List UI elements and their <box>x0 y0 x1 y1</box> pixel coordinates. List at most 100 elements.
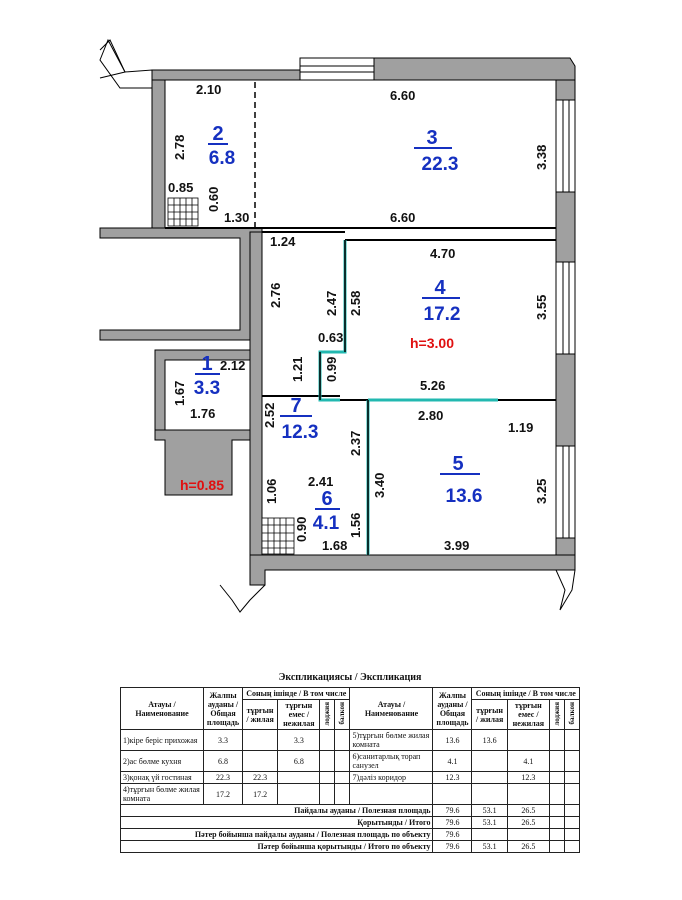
dimension-label: 3.40 <box>372 473 387 498</box>
wall-top-right <box>373 57 576 81</box>
col-loggia-header-2: лоджия <box>553 701 561 726</box>
dimension-label: 2.10 <box>196 82 221 97</box>
outer-walls <box>99 38 576 586</box>
totals-balcony-cell <box>564 804 580 817</box>
total-area-cell <box>432 783 473 805</box>
total-area-cell: 3.3 <box>203 729 243 751</box>
room-number: 5 <box>452 453 463 475</box>
dimension-label: 1.56 <box>348 513 363 538</box>
nonliving-area-cell: 6.8 <box>277 750 321 772</box>
balcony-cell <box>334 771 351 784</box>
dimension-label: 2.12 <box>220 358 245 373</box>
dimension-label: 2.58 <box>348 291 363 316</box>
totals-nonliving-cell <box>506 828 551 841</box>
dimension-label: 2.78 <box>172 135 187 160</box>
col-including-header: Соның ішінде / В том числе <box>241 687 351 700</box>
window-right-middle <box>555 261 576 355</box>
room-area: 17.2 <box>424 304 461 325</box>
room-number: 7 <box>290 395 301 417</box>
living-area-cell: 13.6 <box>471 729 508 751</box>
dimension-label: 0.60 <box>206 187 221 212</box>
room-name-cell: 1)кіре беріс прихожая <box>120 729 204 751</box>
room-5-label: 5 13.6 <box>440 453 482 507</box>
partition-highlight <box>318 240 498 555</box>
tile-grid-kitchen <box>167 197 199 227</box>
total-area-cell: 12.3 <box>432 771 473 784</box>
balcony-cell <box>564 750 580 772</box>
totals-loggia-cell <box>549 840 565 853</box>
room-number: 6 <box>321 488 332 510</box>
wall-balcony <box>154 429 251 496</box>
room-area: 12.3 <box>282 422 319 443</box>
totals-balcony-cell <box>564 828 580 841</box>
dimension-label: 0.63 <box>318 330 343 345</box>
living-area-cell: 22.3 <box>241 771 279 784</box>
wall-left-upper <box>151 79 166 231</box>
balcony-cell <box>334 729 351 751</box>
col-balcony-header: балкон <box>338 702 347 725</box>
totals-living-cell: 53.1 <box>471 816 508 829</box>
col-total-header: Жалпы ауданы / Общая площадь <box>203 687 243 730</box>
col-name-header: Атауы / Наименование <box>120 687 204 730</box>
room-6-label: 6 4.1 <box>313 488 340 534</box>
living-area-cell <box>471 783 508 805</box>
dimension-label: 1.30 <box>224 210 249 225</box>
totals-label-cell: Қорытынды / Итого <box>119 816 434 829</box>
totals-living-cell: 53.1 <box>471 804 508 817</box>
col-nonliving-header-2: тұрғын емес / нежилая <box>506 699 551 730</box>
living-area-cell: 17.2 <box>241 783 279 805</box>
dimension-label: 4.70 <box>430 246 455 261</box>
balcony-cell <box>564 771 580 784</box>
totals-label-cell: Пәтер бойынша қорытынды / Итого по объек… <box>119 840 434 853</box>
room-name-cell: 7)дәліз коридор <box>349 771 434 784</box>
totals-total-cell: 79.6 <box>432 840 473 853</box>
wall-bottom <box>249 554 576 586</box>
nonliving-area-cell: 4.1 <box>506 750 551 772</box>
explication-panel: Экспликациясы / Экспликация Атауы / Наим… <box>119 672 580 853</box>
total-area-cell: 4.1 <box>432 750 473 772</box>
dimension-label: 3.99 <box>444 538 469 553</box>
col-name-header-2: Атауы / Наименование <box>349 687 434 730</box>
nonliving-area-cell <box>506 729 551 751</box>
room-name-cell: 4)тұрғын бөлме жилая комната <box>120 783 204 805</box>
balcony-cell <box>334 783 351 805</box>
room-area: 13.6 <box>446 486 483 507</box>
dimension-label: 2.37 <box>348 431 363 456</box>
col-loggia-header: лоджия <box>323 701 332 726</box>
dimension-label: 1.24 <box>270 234 296 249</box>
totals-balcony-cell <box>564 840 580 853</box>
dimension-label: 1.76 <box>190 406 215 421</box>
table-subheader-row: тұрғын / жилая тұрғын емес / нежилая лод… <box>121 699 580 730</box>
balcony-height-label: h=0.85 <box>180 477 224 493</box>
totals-row: Пәтер бойынша қорытынды / Итого по объек… <box>119 840 580 853</box>
nonliving-area-cell: 12.3 <box>506 771 551 784</box>
totals-total-cell: 79.6 <box>432 804 473 817</box>
living-area-cell <box>241 729 279 751</box>
room-name-cell: 5)тұрғын бөлме жилая комната <box>349 729 434 751</box>
room-name-cell: 3)қонақ үй гостиная <box>120 771 204 784</box>
dimension-label: 3.38 <box>534 145 549 170</box>
living-area-cell <box>471 750 508 772</box>
room-number: 4 <box>434 277 446 299</box>
room-number: 3 <box>426 127 437 149</box>
totals-loggia-cell <box>549 828 565 841</box>
room-area: 6.8 <box>209 148 235 169</box>
dimension-label: 1.68 <box>322 538 347 553</box>
room-name-cell: 6)санитарлық торап санузел <box>349 750 434 772</box>
totals-loggia-cell <box>549 816 565 829</box>
col-total-header-2: Жалпы ауданы / Общая площадь <box>432 687 473 730</box>
dimensions: 2.10 6.60 2.78 3.38 0.85 0.60 1.30 6.60 … <box>168 82 549 553</box>
total-area-cell: 13.6 <box>432 729 473 751</box>
room-number: 2 <box>212 123 223 145</box>
dimension-label: 1.67 <box>172 381 187 406</box>
loggia-cell <box>549 750 565 772</box>
col-living-header: тұрғын / жилая <box>241 699 279 730</box>
dimension-label: 5.26 <box>420 378 445 393</box>
living-area-cell <box>471 771 508 784</box>
total-area-cell: 22.3 <box>203 771 243 784</box>
totals-nonliving-cell: 26.5 <box>506 816 551 829</box>
room-number: 1 <box>201 353 212 375</box>
